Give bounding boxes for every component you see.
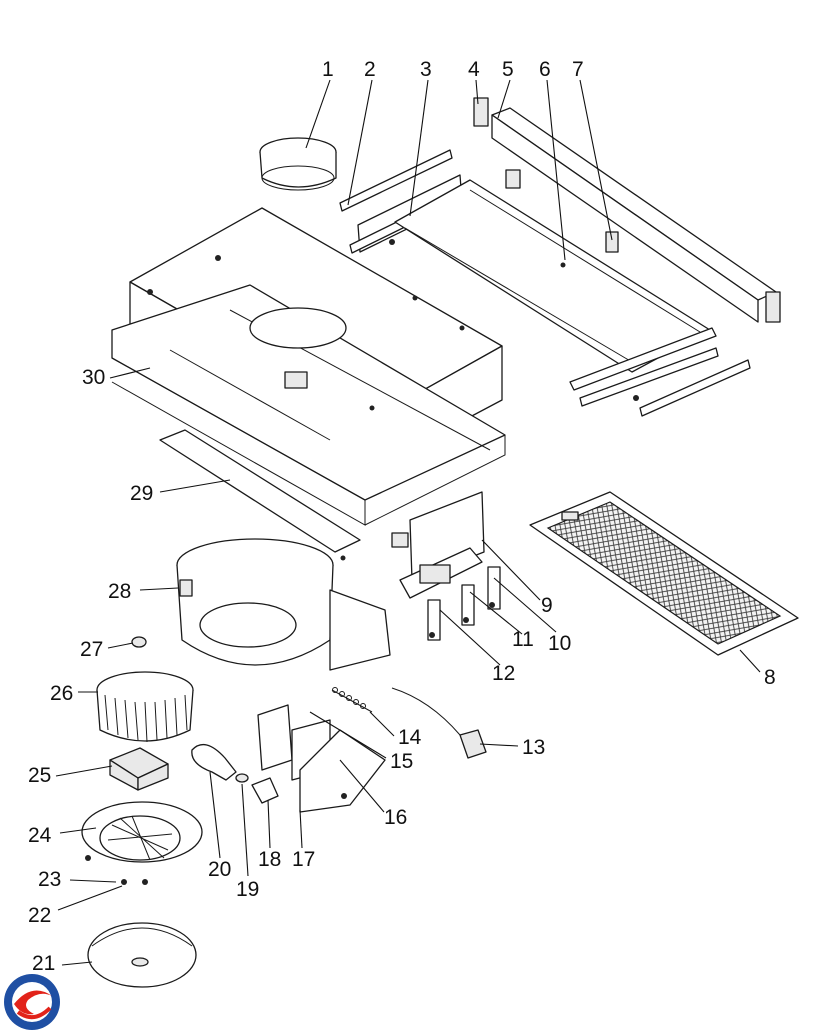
callout-15: 15 bbox=[390, 750, 413, 773]
nut bbox=[131, 636, 147, 648]
callout-30: 30 bbox=[82, 366, 105, 389]
callout-18: 18 bbox=[258, 848, 281, 871]
callout-27: 27 bbox=[80, 638, 103, 661]
duct-collar bbox=[259, 137, 337, 191]
callout-16: 16 bbox=[384, 806, 407, 829]
callout-14: 14 bbox=[398, 726, 422, 749]
callout-12: 12 bbox=[492, 662, 515, 685]
bottom-cover bbox=[87, 922, 197, 988]
top-cover-channel bbox=[473, 97, 781, 323]
callout-9: 9 bbox=[541, 594, 553, 617]
callout-26: 26 bbox=[50, 682, 73, 705]
grease-filter bbox=[529, 491, 799, 656]
callout-20: 20 bbox=[208, 858, 231, 881]
callout-17: 17 bbox=[292, 848, 315, 871]
callout-7: 7 bbox=[572, 58, 584, 81]
callout-3: 3 bbox=[420, 58, 432, 81]
lamp-bulb bbox=[191, 743, 279, 804]
brand-logo bbox=[4, 974, 60, 1030]
callout-4: 4 bbox=[468, 58, 480, 81]
callout-8: 8 bbox=[764, 666, 776, 689]
right-rails bbox=[569, 327, 751, 417]
callout-21: 21 bbox=[32, 952, 55, 975]
callout-6: 6 bbox=[539, 58, 551, 81]
front-panel-strip bbox=[159, 429, 361, 561]
callout-5: 5 bbox=[502, 58, 514, 81]
leader-lines bbox=[55, 79, 761, 966]
power-cord bbox=[391, 687, 487, 759]
control-switch-assembly bbox=[391, 491, 501, 641]
callout-labels: 1 2 3 4 5 6 7 8 9 10 11 12 13 14 15 16 1… bbox=[28, 58, 776, 975]
callout-29: 29 bbox=[130, 482, 153, 505]
callout-11: 11 bbox=[512, 628, 534, 651]
callout-2: 2 bbox=[364, 58, 376, 81]
callout-1: 1 bbox=[322, 58, 334, 81]
terminal-block bbox=[109, 747, 169, 791]
callout-24: 24 bbox=[28, 824, 52, 847]
blower-wheel bbox=[96, 671, 194, 743]
callout-22: 22 bbox=[28, 904, 51, 927]
callout-28: 28 bbox=[108, 580, 131, 603]
callout-23: 23 bbox=[38, 868, 61, 891]
callout-25: 25 bbox=[28, 764, 51, 787]
fan-housing bbox=[176, 538, 391, 671]
callout-13: 13 bbox=[522, 736, 545, 759]
callout-19: 19 bbox=[236, 878, 259, 901]
lamp-bracket bbox=[257, 687, 386, 813]
hood-body bbox=[111, 207, 506, 526]
motor bbox=[81, 801, 203, 885]
callout-10: 10 bbox=[548, 632, 571, 655]
